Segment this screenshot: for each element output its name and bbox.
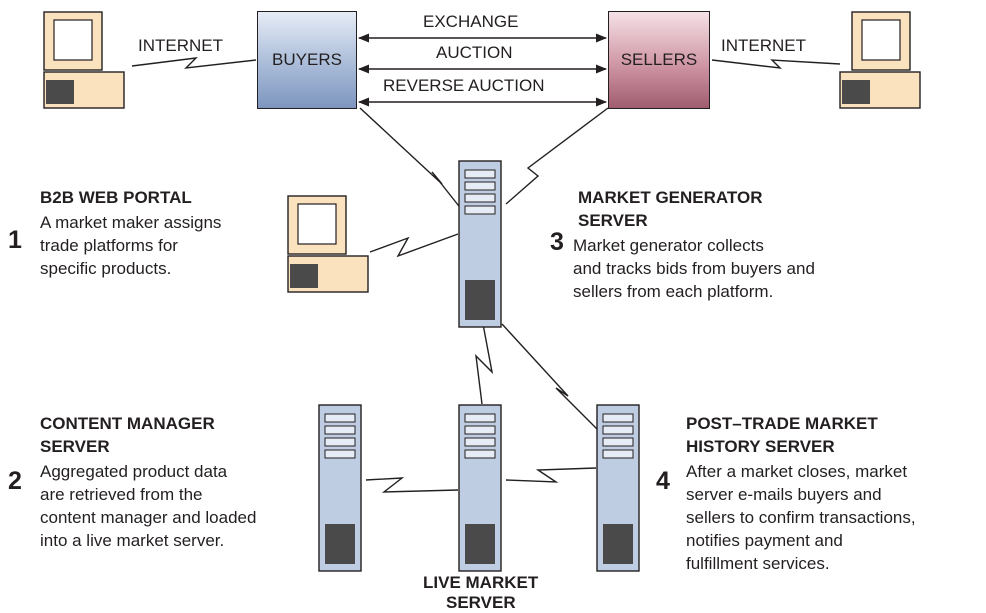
sellers-label: SELLERS [620, 50, 698, 69]
content-manager-server-icon [318, 404, 362, 572]
internet-label-right: INTERNET [721, 36, 806, 55]
step-4-title: POST–TRADE MARKET [686, 414, 878, 433]
buyers-to-generator [359, 107, 463, 211]
live-to-posttrade [505, 467, 597, 483]
step-4-body-line: notifies payment and [686, 531, 843, 550]
live-market-title: LIVE MARKET [423, 573, 539, 592]
live-market-title: SERVER [446, 593, 516, 612]
step-2-body-line: Aggregated product data [40, 462, 228, 481]
content-to-live [365, 477, 459, 493]
auction-label: AUCTION [436, 43, 513, 62]
internet-label-left: INTERNET [138, 36, 223, 55]
sellers-to-generator [505, 107, 609, 205]
seller-computer-icon [838, 10, 924, 110]
generator-to-posttrade [501, 323, 605, 437]
step-4-number: 4 [656, 467, 670, 495]
market-generator-server-icon [458, 160, 502, 328]
step-2-title: SERVER [40, 437, 110, 456]
step-3-body-line: and tracks bids from buyers and [573, 259, 815, 278]
step-1-body-line: trade platforms for [40, 236, 178, 255]
step-2-body-line: content manager and loaded [40, 508, 257, 527]
step-1-number: 1 [8, 226, 22, 254]
reverse-auction-label: REVERSE AUCTION [383, 76, 545, 95]
buyers-label: BUYERS [272, 50, 342, 69]
step-2-body-line: are retrieved from the [40, 485, 203, 504]
step-3-body-line: Market generator collects [573, 236, 764, 255]
step-1-title: B2B WEB PORTAL [40, 188, 192, 207]
step-3-title: SERVER [578, 211, 648, 230]
step-3-body-line: sellers from each platform. [573, 282, 774, 301]
step-2-title: CONTENT MANAGER [40, 414, 215, 433]
buyers-box: BUYERS [257, 11, 357, 109]
step-2-body-line: into a live market server. [40, 531, 225, 550]
internet-link-right [711, 59, 841, 69]
step-3-number: 3 [550, 228, 564, 256]
step-1-body-line: specific products. [40, 259, 172, 278]
buyer-computer-icon [40, 10, 126, 110]
step-4-body-line: server e-mails buyers and [686, 485, 882, 504]
portal-computer-icon [284, 194, 370, 294]
step-4-body-line: sellers to confirm transactions, [686, 508, 916, 527]
step-2-number: 2 [8, 467, 22, 495]
sellers-box: SELLERS [608, 11, 710, 109]
portal-to-generator [369, 233, 459, 258]
generator-to-live [475, 323, 494, 405]
step-4-title: HISTORY SERVER [686, 437, 835, 456]
step-4-body-line: After a market closes, market [686, 462, 908, 481]
live-market-server-icon [458, 404, 502, 572]
post-trade-server-icon [596, 404, 640, 572]
step-1-body-line: A market maker assigns [40, 213, 222, 232]
step-4-body-line: fulfillment services. [686, 554, 830, 573]
step-3-title: MARKET GENERATOR [578, 188, 763, 207]
exchange-label: EXCHANGE [423, 12, 519, 31]
internet-link-left [131, 57, 257, 69]
